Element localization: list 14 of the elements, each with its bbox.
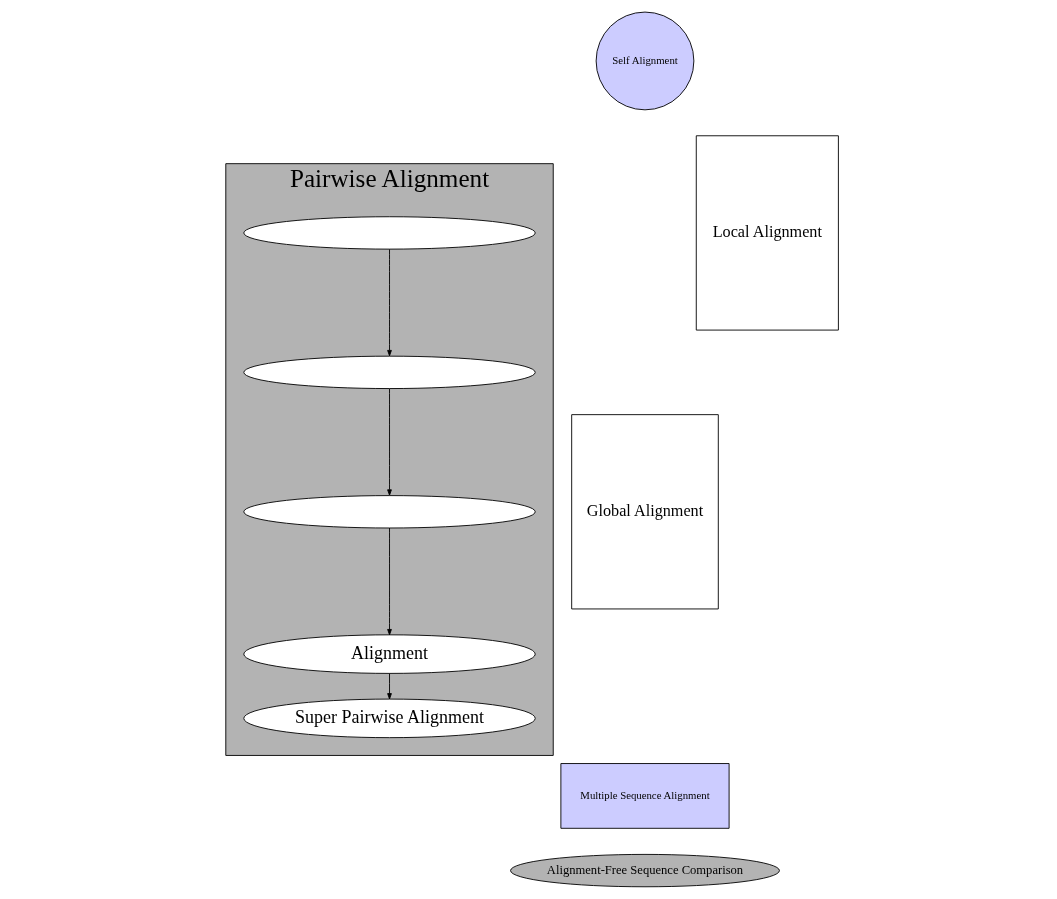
arrow [387,672,392,700]
node-ellipse [243,355,536,389]
node-box: Multiple Sequence Alignment [560,763,730,829]
node-ellipse: Alignment [243,634,536,674]
node-box: Local Alignment [695,135,839,331]
node-circle: Self Alignment [595,11,695,111]
node-box: Global Alignment [571,414,719,610]
node-ellipse [243,495,536,529]
node-ellipse: Super Pairwise Alignment [243,698,536,739]
node-ellipse [243,216,536,250]
node-ellipse: Alignment-Free Sequence Comparison [510,853,780,888]
arrow [387,527,392,636]
arrow [387,388,392,496]
arrow [387,248,392,357]
